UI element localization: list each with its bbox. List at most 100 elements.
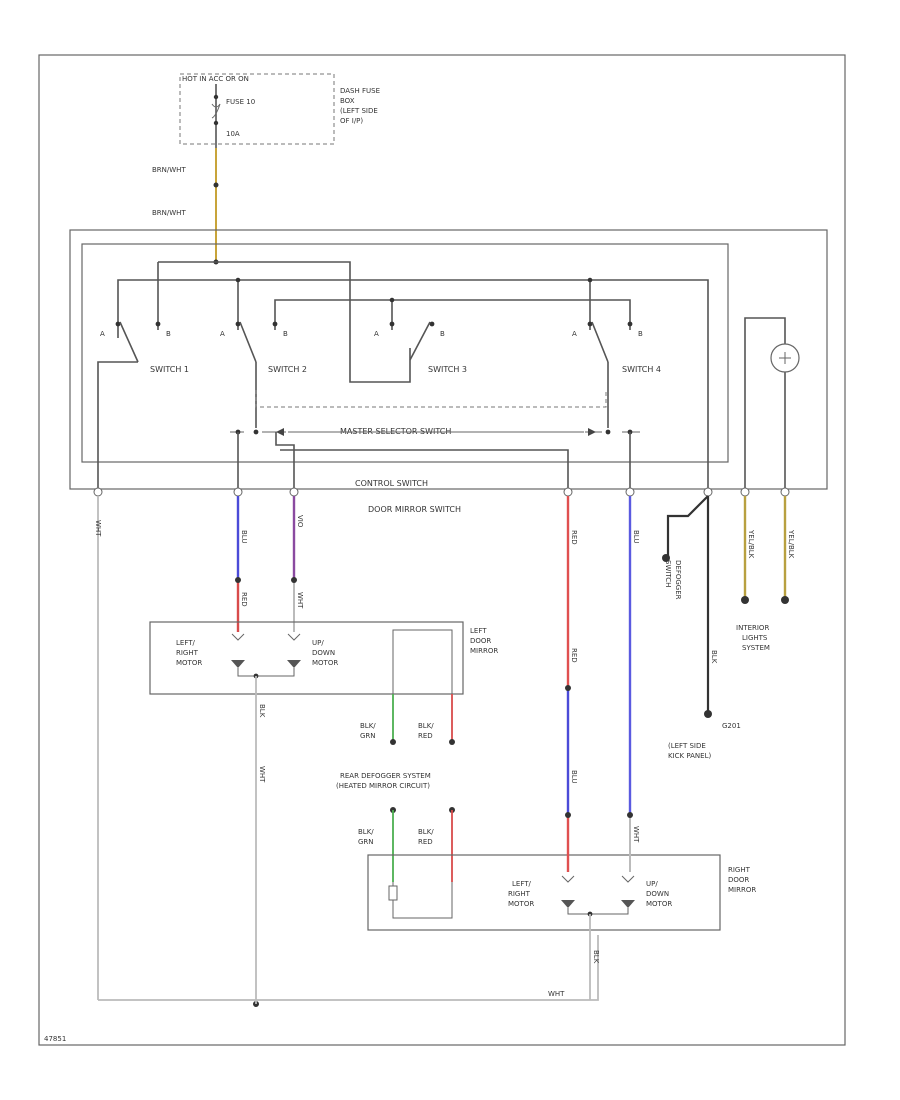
sw2-contact-b [272, 321, 278, 327]
right-lr-motor-label: LEFT/ RIGHT MOTOR [508, 880, 534, 908]
sw2-contact-a [235, 321, 241, 327]
right-conn-blk-red: BLK/ RED [418, 828, 436, 846]
fuse-amps: 10A [226, 130, 240, 138]
interior-wire-2-label: YEL/BLK [787, 529, 795, 559]
sw1-pos-b: B [166, 330, 171, 338]
wire-vio-left-label: VIO [296, 515, 304, 528]
left-heater-conn-grn [390, 739, 396, 745]
right-door-mirror-box [367, 854, 721, 931]
interior-terminal-1 [741, 596, 749, 604]
switch-1-label: SWITCH 1 [150, 365, 189, 374]
sw3-blade [409, 321, 431, 361]
fuse-location: DASH FUSE BOX (LEFT SIDE OF I/P) [340, 87, 382, 125]
sw3-pos-a: A [374, 330, 379, 338]
bus-top [158, 261, 411, 383]
sw4-contact-a [587, 321, 593, 327]
wire-red-right-label-2: RED [570, 648, 578, 663]
interior-terminal-2 [781, 596, 789, 604]
bus-main [117, 279, 709, 490]
right-door-mirror-label: RIGHT DOOR MIRROR [728, 866, 756, 894]
left-heater-element [392, 629, 453, 694]
right-conn-b [565, 812, 571, 818]
switch-3-label: SWITCH 3 [428, 365, 467, 374]
left-door-mirror-label: LEFT DOOR MIRROR [470, 627, 498, 655]
defogger-switch-terminal [662, 554, 670, 562]
fuse-symbol [211, 103, 221, 119]
interior-light-loop [744, 317, 786, 490]
master-arrow-right [588, 428, 596, 436]
left-motor-ground-wht-label: WHT [258, 766, 266, 783]
left-motor-common [237, 668, 295, 677]
door-mirror-switch-box [69, 229, 828, 490]
wire-red-right-label: RED [570, 530, 578, 545]
switch-4-label: SWITCH 4 [622, 365, 661, 374]
sw3-pos-b: B [440, 330, 445, 338]
sw1-contact-b [155, 321, 161, 327]
left-conn-blk-grn: BLK/ GRN [360, 722, 378, 740]
right-motor-common [567, 908, 629, 915]
control-switch-label: CONTROL SWITCH [355, 479, 428, 488]
fuse-hot-label: HOT IN ACC OR ON [182, 75, 249, 83]
bottom-wht-label: WHT [548, 990, 565, 998]
left-conn-b [291, 577, 297, 583]
interior-wire-1-label: YEL/BLK [747, 529, 755, 559]
wht-ground-label: WHT [94, 520, 102, 537]
fuse-box [179, 73, 335, 145]
feed-wire-label-1: BRN/WHT [152, 166, 186, 174]
fuse-terminal-bottom [213, 120, 219, 126]
sw4-contact-b [627, 321, 633, 327]
sw1-pos-a: A [100, 330, 105, 338]
right-conn-c [627, 812, 633, 818]
interior-light-filament [779, 352, 791, 364]
left-motor-lr-symbol [231, 633, 245, 668]
fuse-terminal-top [213, 94, 219, 100]
wire-blu-right-label-2: BLU [632, 530, 640, 543]
left-heater-conn-red [449, 739, 455, 745]
right-ud-motor-label: UP/ DOWN MOTOR [646, 880, 672, 908]
right-motor-lr-symbol [561, 875, 575, 908]
right-heater-element [392, 882, 453, 919]
sw1-contact-a [115, 321, 121, 327]
wire-wht-right-label: WHT [632, 826, 640, 843]
g201-location: (LEFT SIDE KICK PANEL) [668, 742, 711, 760]
right-motor-ground-label: BLK [592, 950, 600, 964]
feed-wire-label-2: BRN/WHT [152, 209, 186, 217]
sw2-pos-b: B [283, 330, 288, 338]
ref-code: 47851 [44, 1035, 66, 1043]
control-switch-box [81, 243, 729, 463]
fuse-name: FUSE 10 [226, 98, 255, 106]
bus-right [392, 299, 631, 330]
rear-defogger-label: REAR DEFOGGER SYSTEM (HEATED MIRROR CIRC… [336, 772, 433, 790]
switch-2-label: SWITCH 2 [268, 365, 307, 374]
interior-lights-label: INTERIOR LIGHTS SYSTEM [736, 624, 772, 652]
right-conn-a [565, 685, 571, 691]
right-heater-resistor [388, 885, 398, 901]
bus-mid [274, 299, 393, 330]
sw4-blade [591, 321, 609, 363]
master-linkage [255, 390, 607, 408]
g201-label: G201 [722, 722, 741, 730]
sw2-pos-a: A [220, 330, 225, 338]
left-conn-blk-red: BLK/ RED [418, 722, 436, 740]
master-out-r-red [280, 449, 569, 490]
g201-terminal [704, 710, 712, 718]
bottom-ground-bus [98, 935, 599, 1001]
right-conn-blk-grn: BLK/ GRN [358, 828, 376, 846]
left-ud-motor-label: UP/ DOWN MOTOR [312, 639, 338, 667]
sw3-contact-a [389, 321, 395, 327]
defogger-switch-wire [666, 495, 709, 556]
feed-connector [213, 182, 219, 188]
wire-blu-left-label: BLU [240, 530, 248, 543]
defogger-switch-label: DEFOGGER SWITCH [664, 560, 682, 602]
sw1-out [97, 361, 138, 490]
left-door-mirror-box [149, 621, 464, 695]
sw4-pos-b: B [638, 330, 643, 338]
switch-connectors [93, 487, 790, 497]
wire-red-left-label: RED [240, 592, 248, 607]
door-mirror-switch-label: DOOR MIRROR SWITCH [368, 505, 461, 514]
left-motor-ud-symbol [287, 633, 301, 668]
g201-wire-label: BLK [710, 650, 718, 664]
master-out-ud [275, 432, 295, 490]
node-2 [587, 277, 593, 283]
